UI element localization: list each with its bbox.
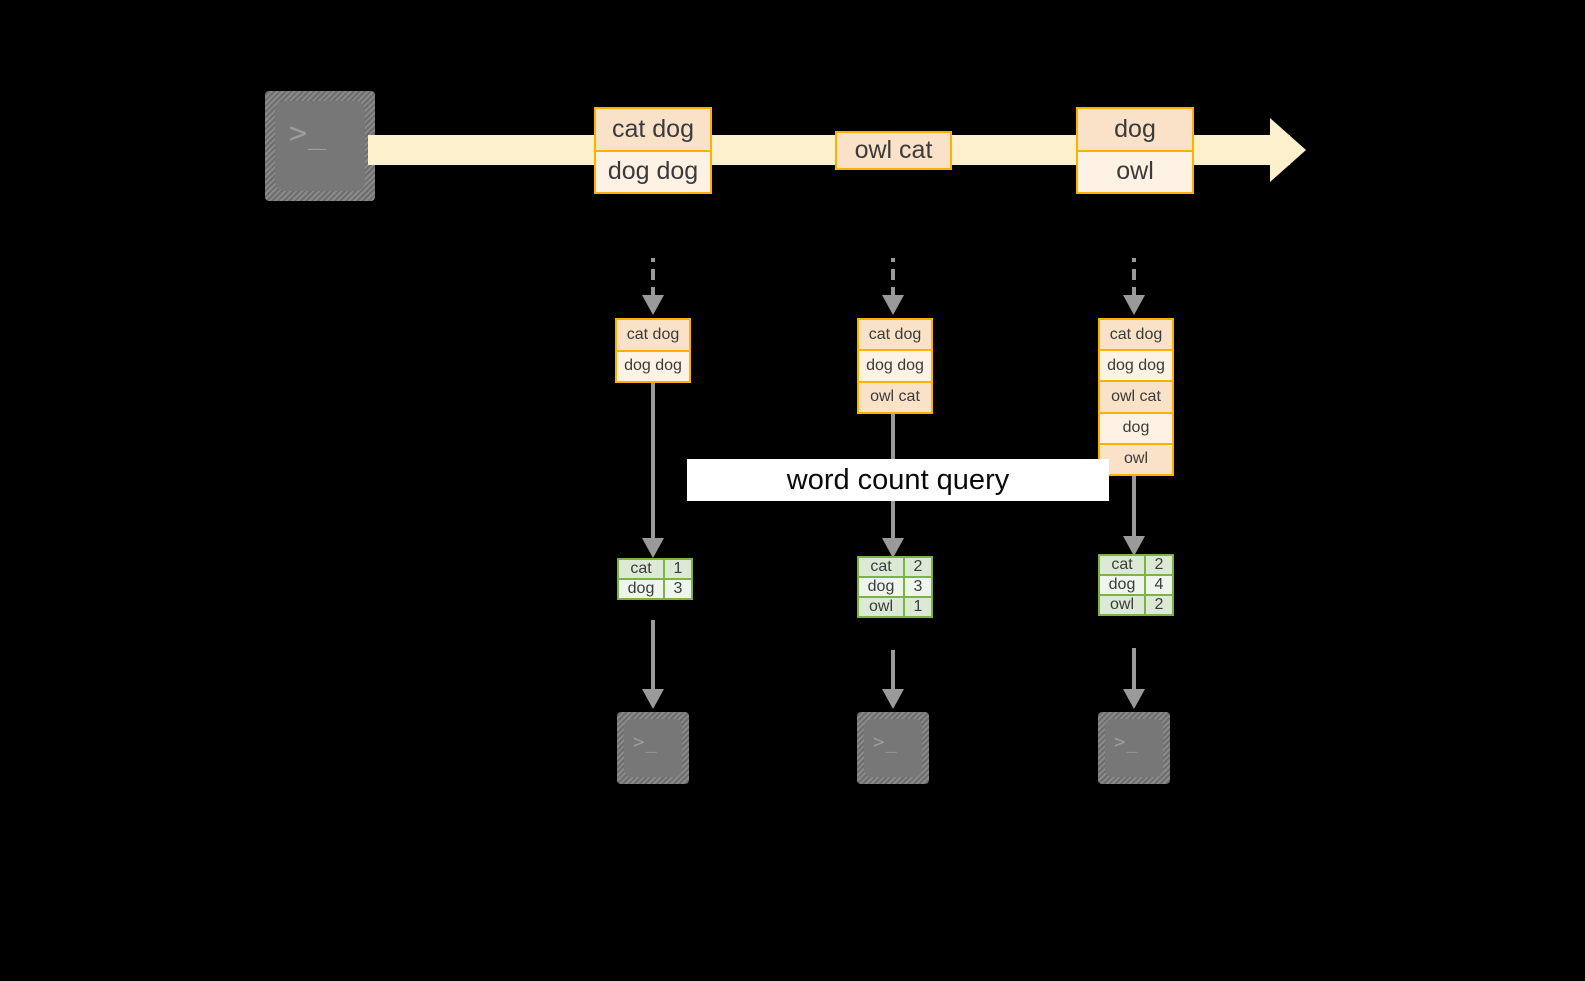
column-1-sink-terminal-icon[interactable]: >_ (617, 712, 689, 784)
column-1-result-to-sink-arrowhead (642, 689, 664, 709)
column-3-state-row: cat dog (1100, 320, 1172, 350)
word-count-query-label (687, 459, 1109, 501)
stream-event-3-line-2: owl (1078, 149, 1192, 192)
column-1-result-count: 3 (663, 580, 691, 598)
column-1-sink-terminal-screen: >_ (624, 719, 682, 777)
column-2-result-count: 1 (903, 598, 931, 616)
stream-event-1[interactable]: cat dog dog dog (594, 107, 712, 194)
column-1-dashed-connector (651, 258, 655, 298)
column-1-result-count: 1 (663, 560, 691, 578)
column-1-result-word: dog (619, 580, 663, 598)
column-3-result-word: cat (1100, 556, 1144, 574)
table-row: owl 1 (859, 596, 931, 616)
stream-event-3-line-1: dog (1078, 109, 1192, 150)
column-2-state-box[interactable]: cat dog dog dog owl cat (857, 318, 933, 414)
column-1-state-box[interactable]: cat dog dog dog (615, 318, 691, 383)
table-row: dog 4 (1100, 574, 1172, 594)
column-2-sink-terminal-icon[interactable]: >_ (857, 712, 929, 784)
terminal-prompt-glyph: >_ (873, 731, 898, 753)
column-2-state-row: dog dog (859, 349, 931, 381)
column-2-result-table[interactable]: cat 2 dog 3 owl 1 (857, 556, 933, 618)
column-3-result-to-sink-arrowhead (1123, 689, 1145, 709)
column-1-state-row: cat dog (617, 320, 689, 350)
stream-event-2-line-1: owl cat (837, 133, 950, 168)
column-3-sink-terminal-icon[interactable]: >_ (1098, 712, 1170, 784)
column-3-state-to-result-arrowhead (1123, 536, 1145, 556)
column-1-result-to-sink-connector (651, 620, 655, 695)
column-3-dashed-arrowhead (1123, 295, 1145, 315)
column-2-result-to-sink-connector (891, 650, 895, 695)
column-2-state-row: cat dog (859, 320, 931, 350)
column-3-result-table[interactable]: cat 2 dog 4 owl 2 (1098, 554, 1174, 616)
column-2-dashed-arrowhead (882, 295, 904, 315)
table-row: owl 2 (1100, 594, 1172, 614)
table-row: cat 2 (859, 558, 931, 576)
column-2-result-count: 3 (903, 578, 931, 596)
column-2-dashed-connector (891, 258, 895, 298)
stream-event-3[interactable]: dog owl (1076, 107, 1194, 194)
column-1-state-to-result-arrowhead (642, 538, 664, 558)
column-3-state-row: owl (1100, 442, 1172, 475)
column-1-state-row: dog dog (617, 349, 689, 381)
column-2-state-to-result-arrowhead (882, 538, 904, 558)
stream-event-1-line-2: dog dog (596, 149, 710, 192)
column-1-result-word: cat (619, 560, 663, 578)
source-terminal-icon[interactable]: >_ (265, 91, 375, 201)
column-3-result-word: owl (1100, 596, 1144, 614)
table-row: cat 2 (1100, 556, 1172, 574)
table-row: cat 1 (619, 560, 691, 578)
column-3-result-count: 4 (1144, 576, 1172, 594)
column-3-state-to-result-connector (1132, 476, 1136, 544)
column-2-result-word: dog (859, 578, 903, 596)
column-2-sink-terminal-screen: >_ (864, 719, 922, 777)
column-3-dashed-connector (1132, 258, 1136, 298)
column-2-result-word: owl (859, 598, 903, 616)
column-3-sink-terminal-screen: >_ (1105, 719, 1163, 777)
column-3-state-row: dog (1100, 411, 1172, 443)
column-2-result-to-sink-arrowhead (882, 689, 904, 709)
column-2-result-word: cat (859, 558, 903, 576)
stream-event-2[interactable]: owl cat (835, 131, 952, 170)
source-terminal-screen: >_ (275, 101, 365, 191)
column-1-state-to-result-connector (651, 383, 655, 544)
column-3-result-to-sink-connector (1132, 648, 1136, 695)
table-row: dog 3 (619, 578, 691, 598)
word-count-query-label-text: word count query (786, 463, 1010, 496)
table-row: dog 3 (859, 576, 931, 596)
terminal-prompt-glyph: >_ (1114, 731, 1139, 753)
column-3-state-row: owl cat (1100, 380, 1172, 412)
stream-event-1-line-1: cat dog (596, 109, 710, 150)
column-1-result-table[interactable]: cat 1 dog 3 (617, 558, 693, 600)
column-3-result-word: dog (1100, 576, 1144, 594)
column-3-state-row: dog dog (1100, 349, 1172, 381)
column-2-result-count: 2 (903, 558, 931, 576)
column-1-dashed-arrowhead (642, 295, 664, 315)
event-stream-arrowhead (1270, 118, 1306, 182)
column-3-result-count: 2 (1144, 596, 1172, 614)
column-3-state-box[interactable]: cat dog dog dog owl cat dog owl (1098, 318, 1174, 476)
terminal-prompt-glyph: >_ (289, 116, 328, 151)
column-3-result-count: 2 (1144, 556, 1172, 574)
terminal-prompt-glyph: >_ (633, 731, 658, 753)
column-2-state-row: owl cat (859, 380, 931, 412)
